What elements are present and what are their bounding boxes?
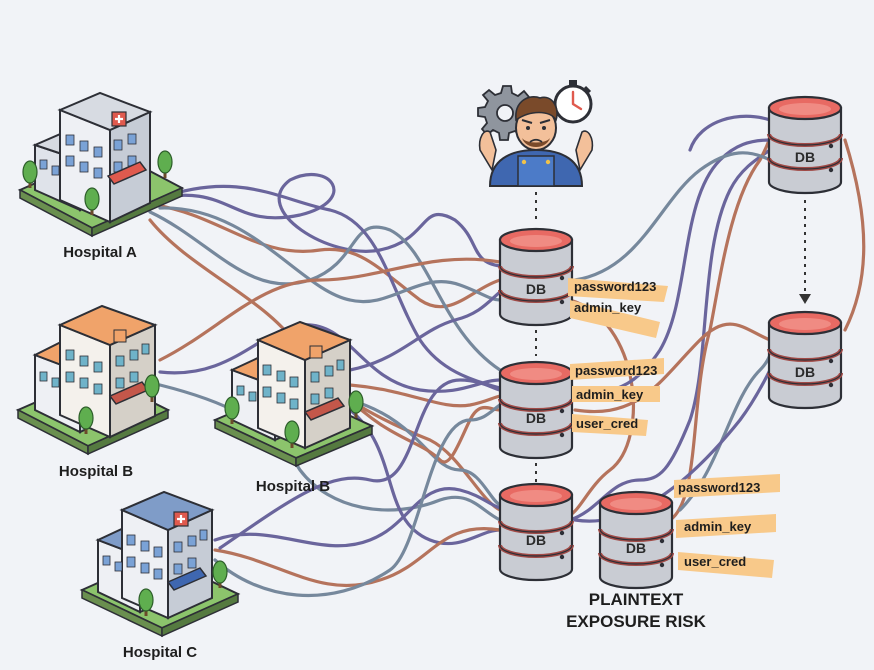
risk-line-1: PLAINTEXT — [589, 590, 684, 609]
credential-password: password123 — [575, 363, 657, 378]
hospital-c: Hospital C — [79, 490, 241, 661]
database-4: DB — [598, 490, 674, 590]
database-5-label: DB — [795, 149, 815, 165]
frustrated-engineer — [477, 80, 594, 187]
database-6-label: DB — [795, 364, 815, 380]
credential-user-cred: user_cred — [576, 416, 638, 431]
database-1-label: DB — [526, 281, 546, 297]
stopwatch-icon — [553, 80, 593, 124]
dashed-connectors — [535, 192, 806, 482]
credential-password: password123 — [678, 480, 760, 495]
credential-admin-key: admin_key — [684, 519, 752, 534]
risk-line-2: EXPOSURE RISK — [566, 612, 707, 631]
hospital-b-right-label: Hospital B — [256, 478, 330, 495]
hospital-building-icon — [15, 304, 171, 456]
database-3: DB — [498, 482, 574, 582]
hospital-building-icon — [79, 490, 241, 638]
hospital-b-left-label: Hospital B — [59, 463, 133, 480]
hospital-b-left: Hospital B — [15, 304, 171, 480]
credential-admin-key: admin_key — [576, 387, 644, 402]
database-3-label: DB — [526, 532, 546, 548]
database-icon — [767, 95, 843, 195]
frustrated-engineer-icon — [478, 96, 594, 187]
credentials-group-2: password123 admin_key user_cred — [570, 358, 664, 436]
hospital-a: Hospital A — [17, 91, 185, 261]
database-2-label: DB — [526, 410, 546, 426]
credential-admin-key: admin_key — [574, 300, 642, 315]
database-5: DB — [767, 95, 843, 195]
database-2: DB — [498, 360, 574, 460]
credentials-group-1: password123 admin_key — [568, 278, 668, 338]
database-6: DB — [767, 310, 843, 410]
hospital-c-label: Hospital C — [123, 644, 197, 661]
hospital-building-icon — [17, 91, 185, 238]
plaintext-exposure-risk: PLAINTEXT EXPOSURE RISK — [566, 590, 707, 631]
database-icon — [767, 310, 843, 410]
credential-password: password123 — [574, 279, 656, 294]
hospital-b-right: Hospital B — [212, 320, 375, 495]
hospital-building-icon — [212, 320, 375, 468]
database-1: DB — [498, 227, 574, 327]
credential-user-cred: user_cred — [684, 554, 746, 569]
network-cables — [148, 114, 866, 597]
credentials-group-3: password123 admin_key user_cred — [674, 474, 780, 578]
arrow-down-icon — [799, 294, 811, 304]
hospital-a-label: Hospital A — [63, 244, 137, 261]
database-icon — [498, 227, 574, 327]
database-4-label: DB — [626, 540, 646, 556]
